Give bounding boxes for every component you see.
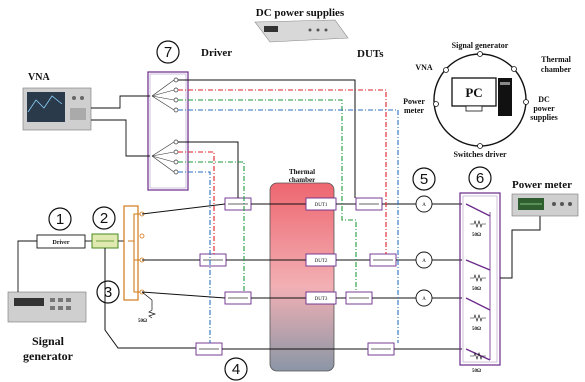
number-3-circle — [96, 280, 120, 304]
signal-generator-label-2: generator — [23, 349, 74, 363]
pc-thermal-label-2: chamber — [541, 65, 572, 74]
vna-label: VNA — [28, 72, 50, 83]
ammeter-1-label: A — [422, 203, 426, 208]
duts-supply-label: DUTs — [357, 48, 384, 60]
dut-blocks — [305, 197, 337, 305]
pc-control-diagram — [433, 51, 529, 149]
number-7-circle — [156, 40, 180, 64]
signal-generator-instrument — [7, 291, 87, 323]
pc-dc-label-1: DC — [538, 95, 550, 104]
driver-supply-label: Driver — [201, 47, 232, 59]
number-5: 5 — [420, 171, 428, 188]
driver-box-label: Driver — [53, 240, 70, 246]
number-2-circle — [92, 206, 116, 230]
number-7: 7 — [164, 44, 172, 61]
pc-dc-label-3: supplies — [530, 113, 558, 122]
number-6-circle — [468, 166, 492, 190]
switch-matrix-6 — [459, 192, 501, 366]
number-1-circle — [48, 207, 72, 231]
pc-vna-label: VNA — [415, 63, 433, 72]
chamber-title-1: Thermal — [289, 168, 315, 176]
number-4-circle — [224, 357, 248, 381]
vna-instrument — [22, 87, 92, 131]
load-right-3-label: 50Ω — [472, 327, 481, 332]
dc-supplies-label: DC power supplies — [256, 7, 345, 19]
pc-dc-label-2: power — [533, 104, 555, 113]
dut3-label: DUT3 — [315, 297, 328, 302]
chamber-title-2: chamber — [289, 176, 315, 184]
thermal-chamber — [269, 182, 335, 372]
dut1-label: DUT1 — [315, 203, 328, 208]
power-meter-instrument — [511, 193, 579, 217]
dut2-label: DUT2 — [315, 259, 328, 264]
number-5-circle — [412, 167, 436, 191]
number-4: 4 — [232, 361, 240, 378]
pc-switches-driver-label: Switches driver — [453, 150, 507, 159]
pc-power-meter-label-2: meter — [404, 106, 424, 115]
number-2: 2 — [100, 210, 108, 227]
power-meter-label: Power meter — [512, 179, 572, 191]
load-right-1-label: 50Ω — [472, 233, 481, 238]
pc-thermal-label-1: Thermal — [541, 55, 572, 64]
driver-box — [36, 234, 86, 249]
pc-center-label: PC — [465, 85, 482, 100]
right-couplers — [345, 197, 397, 356]
number-6: 6 — [476, 170, 484, 187]
load-right-4-label: 50Ω — [472, 369, 481, 374]
ammeter-3-label: A — [422, 297, 426, 302]
number-1: 1 — [56, 211, 64, 228]
load-left-label: 50Ω — [138, 319, 147, 324]
load-right-2-label: 50Ω — [472, 287, 481, 292]
ammeters — [415, 195, 433, 307]
ammeter-2-label: A — [422, 259, 426, 264]
signal-generator-label-1: Signal — [32, 334, 65, 348]
dc-power-supply-image — [254, 19, 349, 43]
splitter-network-3 — [123, 205, 145, 301]
number-3: 3 — [104, 284, 112, 301]
pc-power-meter-label-1: Power — [403, 97, 425, 106]
left-couplers — [195, 197, 252, 356]
pc-signal-generator-label: Signal generator — [452, 41, 509, 50]
